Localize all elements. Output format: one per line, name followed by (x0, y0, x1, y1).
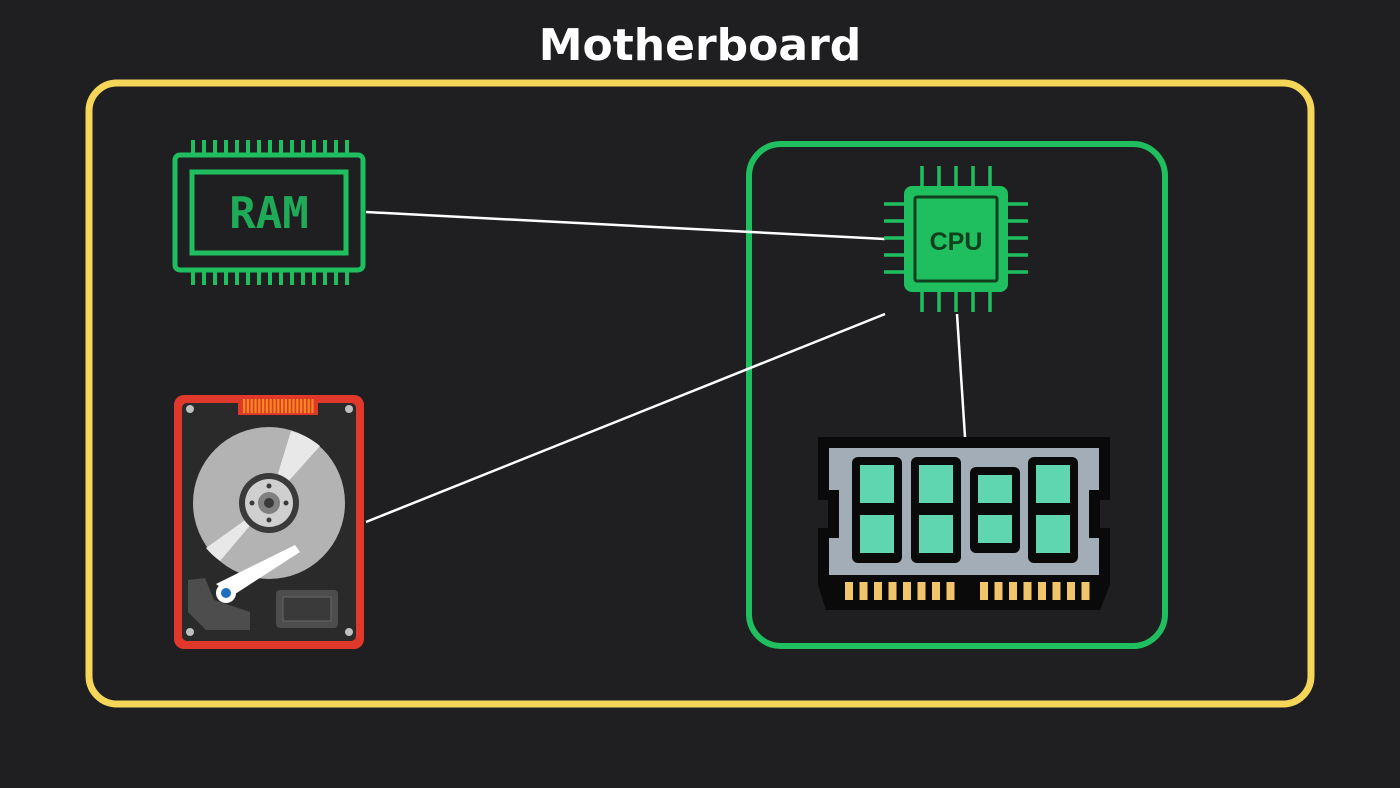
memory-module-icon (818, 437, 1110, 610)
edge-storage-cpu (365, 312, 886, 524)
edge-cpu-cache (955, 313, 967, 438)
cpu-package-container (746, 141, 1168, 649)
ram-chip-icon (172, 140, 366, 285)
cpu-node: CPU (884, 166, 1028, 312)
edge-ram-cpu (365, 210, 886, 241)
motherboard-container (85, 79, 1315, 708)
hard-drive-icon (174, 395, 364, 649)
cpu-label: CPU (930, 228, 983, 256)
ram-label: RAM (229, 188, 308, 239)
connectors (365, 210, 967, 524)
diagram-title: Motherboard (539, 20, 862, 71)
ram-node: RAM (172, 140, 366, 285)
cpu-chip-icon (884, 166, 1028, 312)
